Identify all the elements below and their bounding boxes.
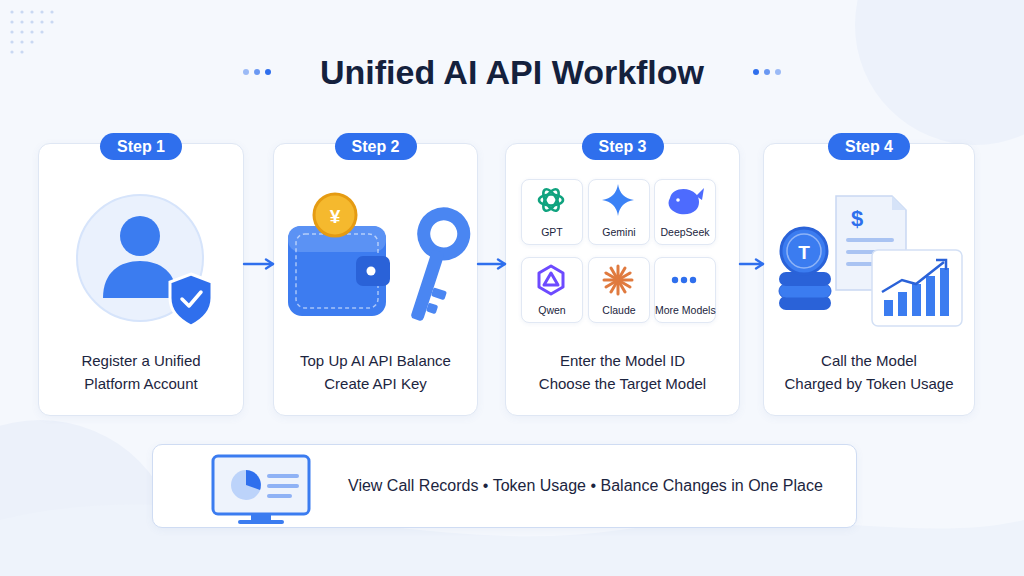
step-text: Charged by Token Usage	[772, 372, 966, 395]
step-card: Step 3Enter the Model IDChoose the Targe…	[505, 143, 740, 416]
step-badge: Step 3	[581, 133, 663, 160]
dot-pattern	[10, 20, 13, 23]
step-text: Enter the Model ID	[516, 349, 729, 372]
step-text: Call the Model	[772, 349, 966, 372]
dot-pattern	[20, 30, 23, 33]
model-name: Gemini	[589, 226, 649, 238]
diagram-title: Unified AI API Workflow	[0, 50, 1024, 94]
step-badge: Step 1	[100, 133, 182, 160]
title-dots	[243, 69, 249, 75]
dot-pattern	[40, 10, 43, 13]
dot-pattern	[20, 10, 23, 13]
flow-arrow	[244, 263, 273, 265]
model-tile: Gemini	[588, 179, 650, 245]
title-dots	[764, 69, 770, 75]
dot-pattern	[10, 50, 13, 53]
dot-pattern	[40, 30, 43, 33]
dot-pattern	[10, 10, 53, 53]
summary-text: View Call Records • Token Usage • Balanc…	[348, 476, 823, 496]
step-card: Step 4Call the ModelCharged by Token Usa…	[763, 143, 975, 416]
step-text: Create API Key	[284, 372, 467, 395]
step-text: Top Up AI API Balance	[284, 349, 467, 372]
step-badge: Step 4	[828, 133, 910, 160]
dot-pattern	[10, 10, 13, 13]
model-name: DeepSeek	[655, 226, 715, 238]
dot-pattern	[10, 40, 13, 43]
model-tile: DeepSeek	[654, 179, 716, 245]
dot-pattern	[50, 20, 53, 23]
token-symbol: T	[798, 243, 810, 262]
dot-pattern	[40, 20, 43, 23]
model-name: More Models	[655, 304, 715, 316]
background-blob	[855, 0, 1024, 145]
dot-pattern	[10, 30, 13, 33]
step-badge: Step 2	[334, 133, 416, 160]
dot-pattern	[30, 40, 33, 43]
model-name: Qwen	[522, 304, 582, 316]
currency-symbol: $	[851, 208, 863, 230]
dot-pattern	[30, 20, 33, 23]
summary-panel: View Call Records • Token Usage • Balanc…	[152, 444, 857, 528]
title-dots	[775, 69, 781, 75]
dot-pattern	[50, 10, 53, 13]
dot-pattern	[20, 40, 23, 43]
step-card: Step 1Register a Unified Platform Accoun…	[38, 143, 244, 416]
model-name: GPT	[522, 226, 582, 238]
title-dots	[753, 69, 759, 75]
model-tile: Qwen	[521, 257, 583, 323]
model-tile: Claude	[588, 257, 650, 323]
step-text: Register a Unified Platform Account	[61, 349, 221, 395]
dot-pattern	[20, 50, 23, 53]
dot-pattern	[30, 10, 33, 13]
dot-pattern	[20, 20, 23, 23]
model-tile: GPT	[521, 179, 583, 245]
flow-arrow	[740, 263, 763, 265]
title-dots	[265, 69, 271, 75]
model-tile: More Models	[654, 257, 716, 323]
currency-symbol: ¥	[330, 207, 341, 226]
model-name: Claude	[589, 304, 649, 316]
step-card: Step 2Top Up AI API BalanceCreate API Ke…	[273, 143, 478, 416]
dot-pattern	[30, 30, 33, 33]
title-dots	[254, 69, 260, 75]
step-text: Choose the Target Model	[516, 372, 729, 395]
flow-arrow	[478, 263, 505, 265]
